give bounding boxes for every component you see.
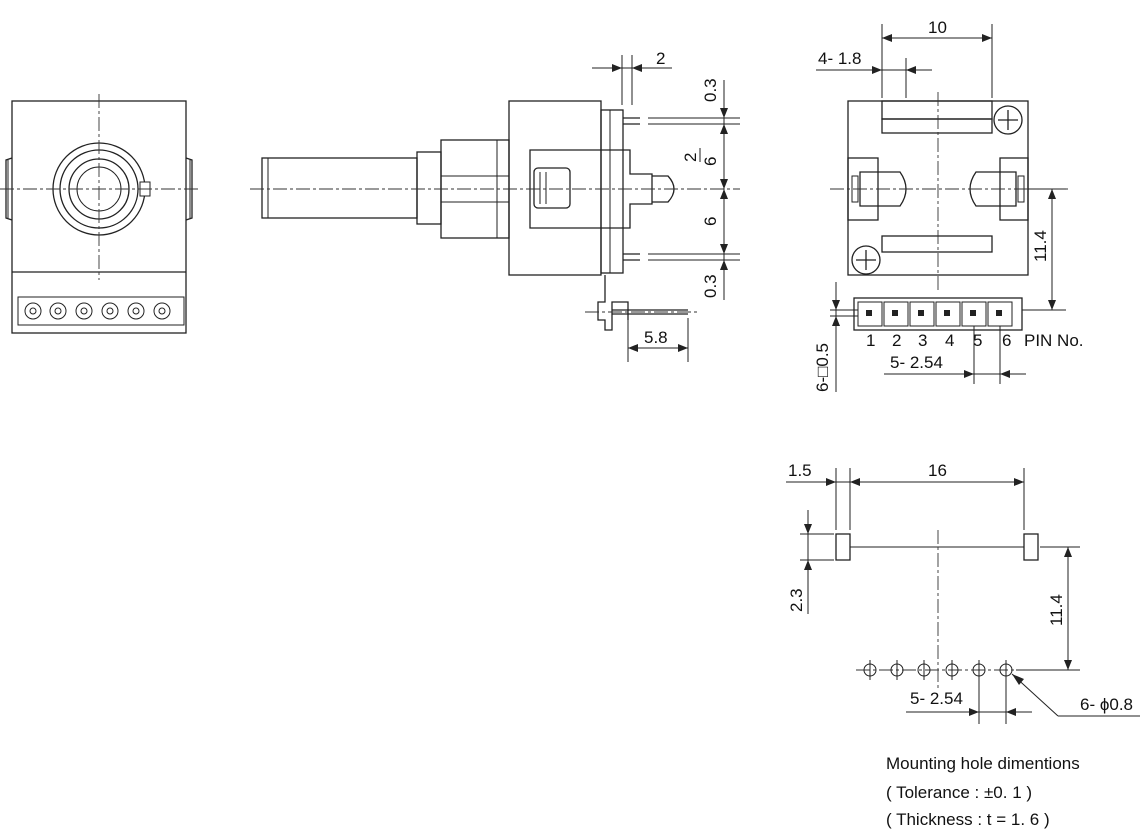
dim-side-2-frac: 2 [681, 153, 700, 162]
rear-pin-block [853, 297, 1023, 331]
side-pin [597, 275, 629, 331]
dim-rear-4-1-8: 4- 1.8 [818, 49, 861, 68]
mount-tab-left [835, 533, 851, 561]
pin-no-label: PIN No. [1024, 331, 1084, 350]
rear-view: 10 4- 1.8 11.4 6-□0.5 1 2 3 4 5 6 PIN No… [813, 18, 1084, 392]
mount-tab-right [1023, 533, 1039, 561]
pin-number-3: 3 [918, 331, 927, 350]
dim-side-2: 2 [656, 49, 665, 68]
dim-side-5-8: 5.8 [644, 328, 668, 347]
dim-mount-pitch: 5- 2.54 [910, 689, 963, 708]
pin-number-1: 1 [866, 331, 875, 350]
dim-side-0-3-top: 0.3 [701, 78, 720, 102]
side-shaft [261, 157, 418, 219]
mount-note-tolerance: ( Tolerance : ±0. 1 ) [886, 783, 1033, 802]
dim-rear-pitch: 5- 2.54 [890, 353, 943, 372]
dim-side-6-top: 6 [701, 157, 720, 166]
mount-note-thickness: ( Thickness : t = 1. 6 ) [886, 810, 1050, 829]
dim-rear-10: 10 [928, 18, 947, 37]
front-view [0, 94, 200, 334]
dim-side-0-3-bottom: 0.3 [701, 274, 720, 298]
mount-hole-row [863, 660, 1013, 680]
dim-mount-16: 16 [928, 461, 947, 480]
dim-mount-11-4: 11.4 [1047, 594, 1066, 626]
pin-number-2: 2 [892, 331, 901, 350]
dim-mount-hole: 6- ϕ0.8 [1080, 695, 1133, 714]
dim-rear-pin-square: 6-□0.5 [813, 343, 832, 392]
rear-screw-bottom [851, 245, 881, 275]
side-clip [529, 149, 653, 229]
side-view: 2 0.3 6 2 6 0.3 5.8 [250, 49, 740, 362]
mounting-view: 1.5 16 2.3 11.4 5- 2.54 6- ϕ0.8 [786, 461, 1140, 724]
mount-note-title: Mounting hole dimentions [886, 754, 1080, 773]
rear-screw-top [993, 105, 1023, 135]
dim-side-6-bottom: 6 [701, 217, 720, 226]
pin-number-5: 5 [973, 331, 982, 350]
dim-mount-2-3: 2.3 [787, 588, 806, 612]
pin-number-6: 6 [1002, 331, 1011, 350]
front-pin-row [17, 296, 185, 326]
dim-rear-11-4: 11.4 [1031, 230, 1050, 262]
dim-mount-1-5: 1.5 [788, 461, 812, 480]
pin-number-4: 4 [945, 331, 954, 350]
